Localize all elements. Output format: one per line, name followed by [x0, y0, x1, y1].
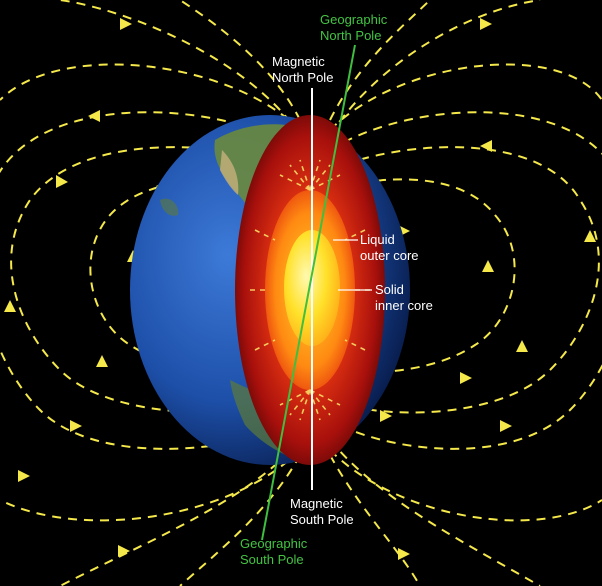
earth-cutaway	[235, 115, 385, 465]
magnetic-south-label: Magnetic South Pole	[290, 496, 354, 527]
liquid-outer-core-label: Liquid outer core	[360, 232, 419, 263]
geographic-north-label: Geographic North Pole	[320, 12, 391, 43]
magnetic-north-label: Magnetic North Pole	[272, 54, 333, 85]
geographic-south-label: Geographic South Pole	[240, 536, 311, 567]
geographic-axis	[261, 44, 356, 541]
solid-inner-core-label: Solid inner core	[375, 282, 433, 313]
